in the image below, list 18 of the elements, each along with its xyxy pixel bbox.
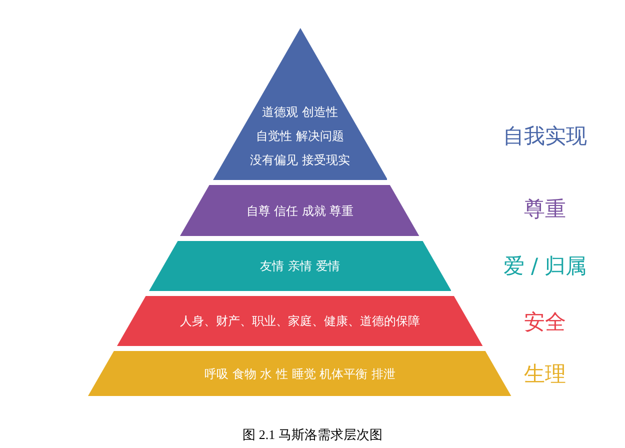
level-description: 没有偏见 接受现实 [249,152,351,169]
pyramid-level [212,28,388,180]
level-name: 生理 [523,361,567,388]
level-name: 安全 [523,309,567,336]
level-description: 友情 亲情 爱情 [259,258,341,275]
level-description: 自尊 信任 成就 尊重 [245,202,355,220]
level-description: 人身、财产、职业、家庭、健康、道德的保障 [178,313,421,330]
pyramid-level [88,351,512,396]
figure-caption: 图 2.1 马斯洛需求层次图 [242,426,384,444]
level-description: 呼吸 食物 水 性 睡觉 机体平衡 排泄 [204,366,396,382]
level-name: 自我实现 [502,123,588,150]
pyramid-level [148,241,452,291]
pyramid-level [117,296,483,346]
level-description: 自觉性 解决问题 [255,128,345,145]
level-name: 爱 / 归属 [502,253,588,280]
level-name: 尊重 [523,196,567,223]
level-description: 道德观 创造性 [261,104,339,121]
pyramid-level [180,185,420,236]
